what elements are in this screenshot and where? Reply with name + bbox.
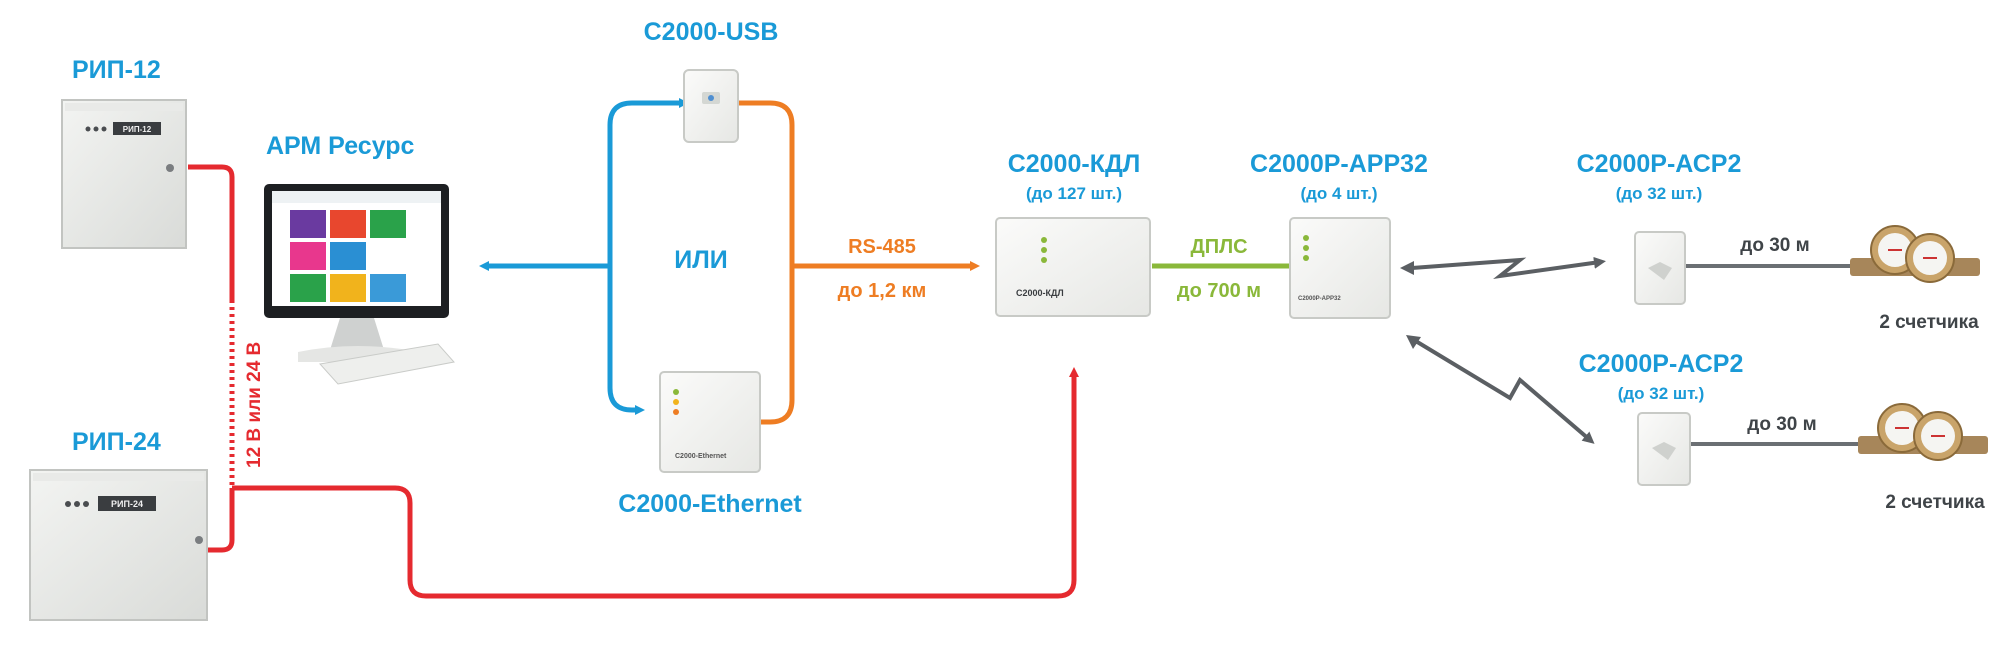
rip12-plate-label: РИП-12 <box>123 125 152 134</box>
c2000r-arr32-device: С2000Р-АРР32 <box>1289 217 1391 319</box>
c2000-usb-device <box>683 69 739 143</box>
rip24-power-supply: РИП-24 <box>29 469 208 621</box>
rip24-plate-label: РИП-24 <box>111 499 143 509</box>
ethernet-title: С2000-Ethernet <box>618 490 802 518</box>
dpls-distance-label: до 700 м <box>1176 280 1262 302</box>
radio-links <box>1400 256 1606 444</box>
water-meters-top <box>1850 225 1980 283</box>
meters-top-label: 2 счетчика <box>1879 312 1979 333</box>
c2000-ethernet-device: С2000-Ethernet <box>659 371 761 473</box>
kdl-count: (до 127 шт.) <box>1025 184 1123 203</box>
c2000-kdl-device: С2000-КДЛ <box>995 217 1151 317</box>
arr32-count: (до 4 шт.) <box>1300 184 1378 203</box>
rs485-label: RS-485 <box>848 236 916 258</box>
power-voltage-label: 12 В или 24 В <box>244 341 265 468</box>
water-meters-bottom <box>1858 403 1988 461</box>
rip24-title: РИП-24 <box>72 428 161 456</box>
usb-title: С2000-USB <box>643 18 779 46</box>
kdl-plate-label: С2000-КДЛ <box>1016 288 1064 298</box>
kdl-title: С2000-КДЛ <box>1007 150 1141 178</box>
acp2-bottom-title: С2000Р-АСР2 <box>1578 350 1744 378</box>
arr32-plate-label: С2000Р-АРР32 <box>1298 296 1341 302</box>
acp2-bottom-device <box>1637 412 1691 486</box>
rs485-distance-label: до 1,2 км <box>837 280 927 302</box>
acp2-top-count: (до 32 шт.) <box>1615 184 1703 203</box>
acp2-top-title: С2000Р-АСР2 <box>1576 150 1742 178</box>
meters-bottom-label: 2 счетчика <box>1885 492 1985 513</box>
pc-interface-wiring <box>479 98 689 415</box>
acp2-bottom-count: (до 32 шт.) <box>1617 384 1705 403</box>
arm-title: АРМ Ресурс <box>266 132 415 160</box>
rs485-wiring <box>738 100 980 425</box>
power-wiring <box>188 164 1079 599</box>
acp2-top-device <box>1634 231 1686 305</box>
ethernet-plate-label: С2000-Ethernet <box>675 453 727 460</box>
rip12-power-supply: РИП-12 <box>61 99 187 249</box>
meter-distance-bottom: до 30 м <box>1747 414 1817 435</box>
meter-distance-top: до 30 м <box>1740 235 1810 256</box>
rip12-title: РИП-12 <box>72 56 161 84</box>
dpls-label: ДПЛС <box>1190 236 1248 258</box>
arr32-title: С2000Р-АРР32 <box>1250 150 1428 178</box>
or-label: ИЛИ <box>674 246 728 274</box>
arm-workstation <box>264 184 455 385</box>
